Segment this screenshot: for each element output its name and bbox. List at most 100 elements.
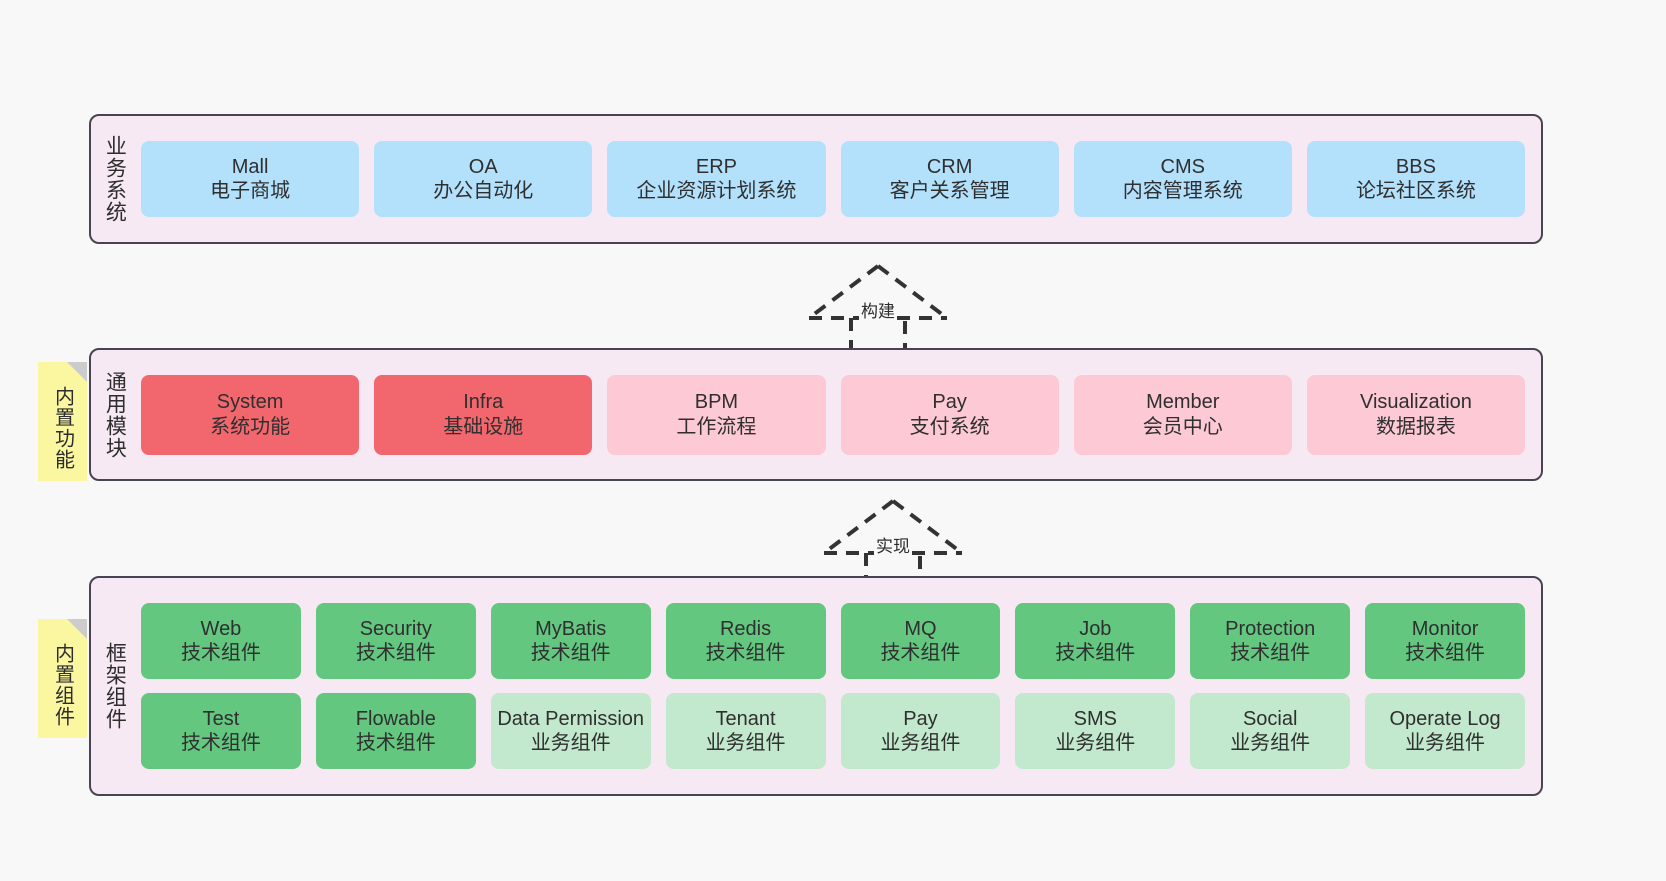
card-subtitle: 论坛社区系统 [1355,180,1476,202]
connector-label: 实现 [874,532,912,557]
card-title: Member [1146,391,1220,414]
card-subtitle: 系统功能 [210,415,291,438]
card-subtitle: 企业资源计划系统 [636,180,797,202]
layer-business-systems: 业务系统 Mall 电子商城 OA 办公自动化 ERP 企业资源计划系统 CRM… [89,114,1543,244]
card-row: Web 技术组件 Security 技术组件 MyBatis 技术组件 Redi… [141,603,1525,679]
card-data-permission[interactable]: Data Permission 业务组件 [490,693,651,769]
sticky-note-label: 内置组件 [51,642,74,727]
card-subtitle: 技术组件 [1230,642,1311,664]
card-title: Mall [231,155,269,178]
card-subtitle: 技术组件 [355,732,436,754]
card-title: Pay [903,707,938,730]
card-subtitle: 技术组件 [530,642,611,664]
card-title: Job [1079,617,1112,640]
card-subtitle: 会员中心 [1142,415,1223,438]
card-subtitle: 业务组件 [1230,732,1311,754]
layer-title-business: 业务系统 [103,135,127,223]
card-subtitle: 支付系统 [909,415,990,438]
connector-implement: 实现 [818,495,968,591]
card-subtitle: 技术组件 [1055,642,1136,664]
card-protection[interactable]: Protection 技术组件 [1190,603,1351,679]
card-title: SMS [1073,707,1117,730]
card-bbs[interactable]: BBS 论坛社区系统 [1306,141,1526,217]
card-title: MyBatis [535,617,607,640]
card-flowable[interactable]: Flowable 技术组件 [315,693,476,769]
card-title: MQ [904,617,937,640]
card-subtitle: 技术组件 [705,642,786,664]
card-title: Data Permission [497,707,645,730]
card-infra[interactable]: Infra 基础设施 [374,374,593,455]
card-tenant[interactable]: Tenant 业务组件 [665,693,826,769]
card-job[interactable]: Job 技术组件 [1015,603,1176,679]
card-subtitle: 业务组件 [1055,732,1136,754]
card-title: BPM [694,391,739,414]
card-test[interactable]: Test 技术组件 [141,693,301,769]
card-title: Infra [463,391,504,414]
card-mall[interactable]: Mall 电子商城 [141,141,360,217]
card-cms[interactable]: CMS 内容管理系统 [1073,141,1292,217]
card-operate-log[interactable]: Operate Log 业务组件 [1365,693,1525,769]
card-title: CRM [926,155,973,178]
card-member[interactable]: Member 会员中心 [1073,374,1292,455]
card-oa[interactable]: OA 办公自动化 [374,141,593,217]
card-system[interactable]: System 系统功能 [141,374,360,455]
layer-body-framework: Web 技术组件 Security 技术组件 MyBatis 技术组件 Redi… [137,578,1541,794]
card-title: Web [200,617,242,640]
sticky-note-builtin-function: 内置功能 [38,362,87,481]
sticky-note-label: 内置功能 [51,385,74,470]
folded-corner-icon [67,362,87,382]
card-bpm[interactable]: BPM 工作流程 [607,374,826,455]
card-monitor[interactable]: Monitor 技术组件 [1365,603,1525,679]
card-security[interactable]: Security 技术组件 [315,603,476,679]
card-pay-component[interactable]: Pay 业务组件 [840,693,1001,769]
card-title: ERP [695,155,737,178]
card-title: Visualization [1359,391,1472,414]
connector-build: 构建 [803,260,953,356]
card-title: CMS [1160,155,1205,178]
card-crm[interactable]: CRM 客户关系管理 [840,141,1059,217]
card-title: Monitor [1411,617,1479,640]
card-row: Test 技术组件 Flowable 技术组件 Data Permission … [141,693,1525,769]
card-row: System 系统功能 Infra 基础设施 BPM 工作流程 Pay 支付系统… [141,374,1526,455]
folded-corner-icon [67,619,87,639]
card-row: Mall 电子商城 OA 办公自动化 ERP 企业资源计划系统 CRM 客户关系… [141,141,1526,217]
card-title: Protection [1225,617,1316,640]
card-sms[interactable]: SMS 业务组件 [1015,693,1176,769]
card-title: Flowable [355,707,436,730]
layer-body-business: Mall 电子商城 OA 办公自动化 ERP 企业资源计划系统 CRM 客户关系… [137,116,1541,242]
card-mybatis[interactable]: MyBatis 技术组件 [490,603,651,679]
layer-body-modules: System 系统功能 Infra 基础设施 BPM 工作流程 Pay 支付系统… [137,350,1541,479]
card-subtitle: 技术组件 [180,642,261,664]
card-subtitle: 业务组件 [530,732,611,754]
card-mq[interactable]: MQ 技术组件 [840,603,1001,679]
sticky-note-builtin-component: 内置组件 [38,619,87,738]
connector-label: 构建 [859,297,897,322]
card-subtitle: 业务组件 [880,732,961,754]
card-title: Pay [932,391,967,414]
card-subtitle: 电子商城 [210,180,291,202]
card-erp[interactable]: ERP 企业资源计划系统 [607,141,826,217]
card-title: Redis [719,617,772,640]
card-subtitle: 技术组件 [880,642,961,664]
card-subtitle: 工作流程 [676,415,757,438]
layer-framework-components: 框架组件 Web 技术组件 Security 技术组件 MyBatis 技术组件… [89,576,1543,796]
card-title: System [216,391,284,414]
card-subtitle: 客户关系管理 [889,180,1010,202]
card-title: Test [202,707,240,730]
layer-title-modules: 通用模块 [103,370,127,459]
card-web[interactable]: Web 技术组件 [141,603,301,679]
card-pay-module[interactable]: Pay 支付系统 [840,374,1059,455]
card-title: Operate Log [1389,707,1501,730]
card-title: BBS [1395,155,1436,178]
card-subtitle: 数据报表 [1375,415,1456,438]
card-visualization[interactable]: Visualization 数据报表 [1306,374,1526,455]
card-redis[interactable]: Redis 技术组件 [665,603,826,679]
card-subtitle: 业务组件 [1405,732,1486,754]
card-subtitle: 业务组件 [705,732,786,754]
card-subtitle: 技术组件 [355,642,436,664]
card-social[interactable]: Social 业务组件 [1190,693,1351,769]
layer-title-framework: 框架组件 [103,642,127,730]
card-title: OA [468,155,498,178]
card-title: Tenant [715,707,776,730]
